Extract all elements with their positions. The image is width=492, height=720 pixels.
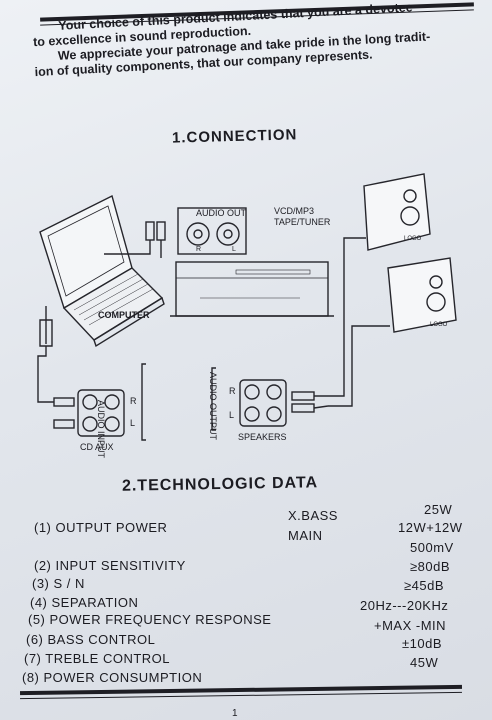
- spec-value-7: ±10dB: [402, 636, 442, 651]
- main-label: MAIN: [288, 528, 323, 543]
- spec-value-3: ≥80dB: [410, 559, 450, 574]
- source-label-1: VCD/MP3: [274, 206, 315, 216]
- main-value: 12W+12W: [398, 520, 463, 535]
- page-number: 1: [232, 708, 238, 719]
- speaker-output-plug-icon: [291, 391, 315, 401]
- xbass-value: 25W: [424, 502, 453, 517]
- audio-out-jack-l: [216, 222, 240, 246]
- laptop-jack-icon: [39, 306, 53, 347]
- xbass-label: X.BASS: [288, 508, 338, 523]
- rca-plug-icon: [145, 221, 155, 241]
- spec-label-2: (2) INPUT SENSITIVITY: [34, 558, 186, 573]
- spec-label-4: (4) SEPARATION: [30, 595, 139, 610]
- spec-value-4: ≥45dB: [404, 578, 444, 593]
- spec-label-3: (3) S / N: [32, 576, 85, 591]
- speakers-label: SPEAKERS: [238, 432, 287, 442]
- output-r-label: R: [229, 386, 236, 396]
- output-l-label: L: [229, 410, 235, 420]
- spec-value-2: 500mV: [410, 540, 454, 555]
- section-connection-title: 1.CONNECTION: [171, 126, 298, 147]
- cd-aux-label: CD AUX: [80, 442, 114, 452]
- connection-diagram: [37, 173, 457, 441]
- speaker-bottom-icon: [387, 257, 457, 333]
- logo-bottom-label: LOGO: [430, 322, 448, 328]
- audio-out-l-label: L: [232, 246, 236, 253]
- audio-out-label: AUDIO OUT: [196, 208, 247, 218]
- audio-out-jack-r: [186, 222, 210, 246]
- intro-paragraph: Your choice of this product indicates th…: [33, 0, 479, 80]
- source-label-2: TAPE/TUNER: [274, 217, 331, 227]
- audio-out-r-label: R: [196, 246, 202, 253]
- cd-aux-panel: [77, 389, 125, 437]
- speaker-top-icon: [363, 173, 431, 251]
- logo-top-label: LOGO: [404, 236, 422, 242]
- spec-value-6: +MAX -MIN: [374, 618, 447, 633]
- spec-label-5: (5) POWER FREQUENCY RESPONSE: [28, 612, 272, 627]
- audio-out-panel: [177, 207, 247, 255]
- audio-output-label: AUDIO OUTPUT: [208, 372, 218, 441]
- spec-value-5: 20Hz---20KHz: [360, 598, 449, 613]
- spec-label-7: (7) TREBLE CONTROL: [24, 651, 171, 666]
- input-l-label: L: [130, 418, 136, 428]
- spec-value-8: 45W: [410, 655, 439, 670]
- section-technologic-title: 2.TECHNOLOGIC DATA: [121, 474, 319, 495]
- spec-label-1: (1) OUTPUT POWER: [34, 520, 168, 535]
- speakers-output-panel: [239, 379, 287, 427]
- input-r-label: R: [130, 396, 137, 406]
- spec-label-8: (8) POWER CONSUMPTION: [22, 670, 203, 685]
- cd-aux-plug-icon: [53, 397, 75, 407]
- spec-label-6: (6) BASS CONTROL: [26, 632, 156, 647]
- computer-label: COMPUTER: [98, 310, 150, 320]
